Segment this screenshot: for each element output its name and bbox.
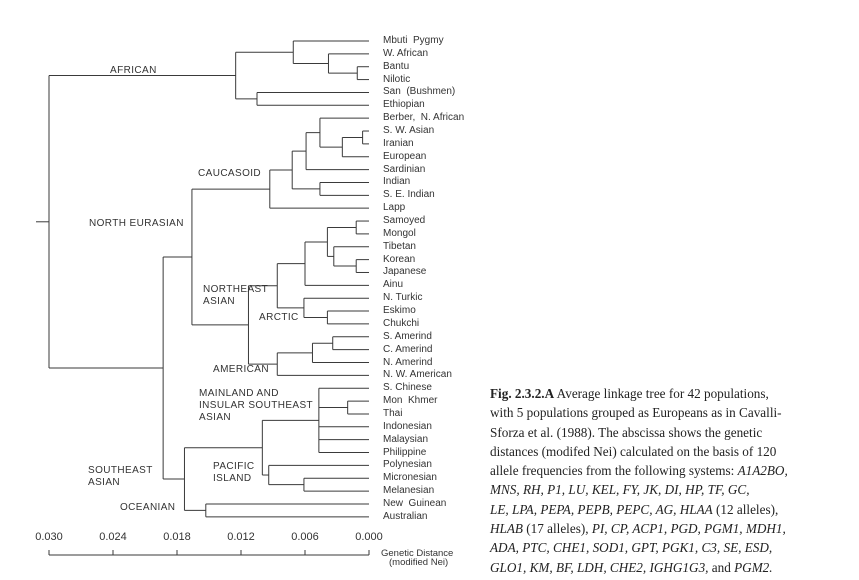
population-label: Eskimo	[383, 305, 416, 317]
population-label: Malaysian	[383, 433, 429, 445]
population-label: Mon Khmer	[383, 395, 438, 407]
population-label: Ethiopian	[383, 99, 425, 111]
caption-line: HLAB (17 alleles), PI, CP, ACP1, PGD, PG…	[490, 519, 859, 538]
group-label-northeast-asian: NORTHEAST ASIAN	[203, 284, 268, 308]
population-label: San (Bushmen)	[383, 86, 456, 98]
population-label: Nilotic	[383, 73, 411, 85]
population-label: Iranian	[383, 137, 414, 149]
caption-text: PGM2.	[734, 559, 773, 575]
axis-tick-label: 0.012	[227, 531, 255, 543]
label-line: MAINLAND AND	[199, 388, 279, 399]
population-label: Australian	[383, 510, 428, 522]
label-line: NORTHEAST	[203, 284, 269, 295]
population-label: Sardinian	[383, 163, 426, 175]
population-label: Mongol	[383, 227, 416, 239]
label-line: INSULAR SOUTHEAST	[199, 400, 314, 411]
population-label: Chukchi	[383, 317, 420, 329]
group-label-american: AMERICAN	[213, 364, 269, 375]
population-label: Tibetan	[383, 240, 416, 252]
caption-line: allele frequencies from the following sy…	[490, 461, 859, 480]
figure-caption: Fig. 2.3.2.A Average linkage tree for 42…	[490, 384, 859, 577]
population-label: S. W. Asian	[383, 125, 435, 137]
label-line: ISLAND	[213, 473, 252, 484]
population-label: S. Chinese	[383, 382, 432, 394]
population-label: Bantu	[383, 60, 410, 72]
population-label: S. Amerind	[383, 330, 432, 342]
population-label: Ainu	[383, 279, 404, 291]
population-label: N. Amerind	[383, 356, 433, 368]
group-label-mainland-insular: MAINLAND AND INSULAR SOUTHEAST ASIAN	[199, 388, 313, 424]
population-label: N. W. American	[383, 369, 452, 381]
caption-line: MNS, RH, P1, LU, KEL, FY, JK, DI, HP, TF…	[490, 480, 859, 499]
caption-line: ADA, PTC, CHE1, SOD1, GPT, PGK1, C3, SE,…	[490, 538, 859, 557]
axis-tick-label: 0.000	[355, 531, 383, 543]
caption-text: PI, CP, ACP1, PGD, PGM1, MDH1,	[591, 521, 786, 537]
group-label-arctic: ARCTIC	[259, 312, 299, 323]
population-label: Lapp	[383, 202, 406, 214]
group-label-southeast-asian: SOUTHEAST ASIAN	[88, 465, 153, 489]
axis-subtitle: (modified Nei)	[389, 557, 449, 568]
population-label: Japanese	[383, 266, 427, 278]
population-label: C. Amerind	[383, 343, 433, 355]
axis-tick-label: 0.018	[163, 531, 191, 543]
group-label-african: AFRICAN	[110, 65, 157, 76]
caption-line: Sforza et al. (1988). The abscissa shows…	[490, 423, 859, 442]
population-label: Indonesian	[383, 420, 432, 432]
group-label-oceanian: OCEANIAN	[120, 502, 176, 513]
caption-text: Average linkage tree for 42 populations,	[554, 386, 769, 401]
caption-text: LE, LPA, PEPA, PEPB, PEPC, AG, HLAA	[490, 501, 713, 517]
label-line: ASIAN	[203, 296, 236, 307]
axis-tick-label: 0.030	[35, 531, 63, 543]
caption-text: MNS, RH, P1, LU, KEL, FY, JK, DI, HP, TF…	[490, 482, 750, 498]
caption-line: distances (modifed Nei) calculated on th…	[490, 442, 859, 461]
group-label-caucasoid: CAUCASOID	[198, 168, 262, 179]
population-label: W. African	[383, 47, 429, 59]
caption-text: (17 alleles),	[522, 521, 592, 537]
caption-text: Fig. 2.3.2.A	[490, 386, 555, 401]
group-label-pacific-island: PACIFIC ISLAND	[213, 461, 255, 485]
axis-tick-label: 0.006	[291, 531, 319, 543]
group-label-north-eurasian: NORTH EURASIAN	[89, 218, 184, 229]
population-label: European	[383, 150, 427, 162]
caption-text: ADA, PTC, CHE1, SOD1, GPT, PGK1, C3, SE,…	[490, 540, 773, 556]
caption-text: Sforza et al. (1988). The abscissa shows…	[490, 424, 763, 440]
caption-text: A1A2BO,	[737, 463, 788, 479]
axis-title: Genetic Distance	[381, 548, 454, 559]
caption-text: HLAB	[490, 521, 523, 537]
population-label: Philippine	[383, 446, 427, 458]
caption-text: distances (modifed Nei) calculated on th…	[490, 443, 777, 459]
population-label: N. Turkic	[383, 292, 423, 304]
caption-text: (12 alleles),	[712, 501, 779, 517]
population-label: Mbuti Pygmy	[383, 35, 444, 46]
caption-text: with 5 populations grouped as Europeans …	[490, 405, 782, 421]
population-label: Berber, N. African	[383, 112, 465, 124]
caption-line: GLO1, KM, BF, LDH, CHE2, IGHG1G3, and PG…	[490, 558, 859, 577]
caption-line: with 5 populations grouped as Europeans …	[490, 403, 859, 422]
label-line: PACIFIC	[213, 461, 255, 472]
population-label: Polynesian	[383, 459, 432, 471]
population-label: Indian	[383, 176, 411, 188]
population-label: Thai	[383, 407, 403, 419]
caption-line: Fig. 2.3.2.A Average linkage tree for 42…	[490, 384, 859, 403]
caption-text: allele frequencies from the following sy…	[490, 463, 738, 479]
population-label: Micronesian	[383, 472, 437, 484]
caption-text: and	[708, 559, 735, 575]
axis-tick-label: 0.024	[99, 531, 127, 543]
caption-line: LE, LPA, PEPA, PEPB, PEPC, AG, HLAA (12 …	[490, 500, 859, 519]
caption-text: GLO1, KM, BF, LDH, CHE2, IGHG1G3,	[490, 559, 709, 575]
population-label: Melanesian	[383, 485, 435, 497]
population-label: New Guinean	[383, 497, 447, 509]
population-label: S. E. Indian	[383, 189, 435, 201]
label-line: SOUTHEAST	[88, 465, 153, 476]
population-label: Samoyed	[383, 215, 426, 227]
label-line: ASIAN	[199, 412, 232, 423]
population-label: Korean	[383, 253, 416, 265]
label-line: ASIAN	[88, 477, 121, 488]
